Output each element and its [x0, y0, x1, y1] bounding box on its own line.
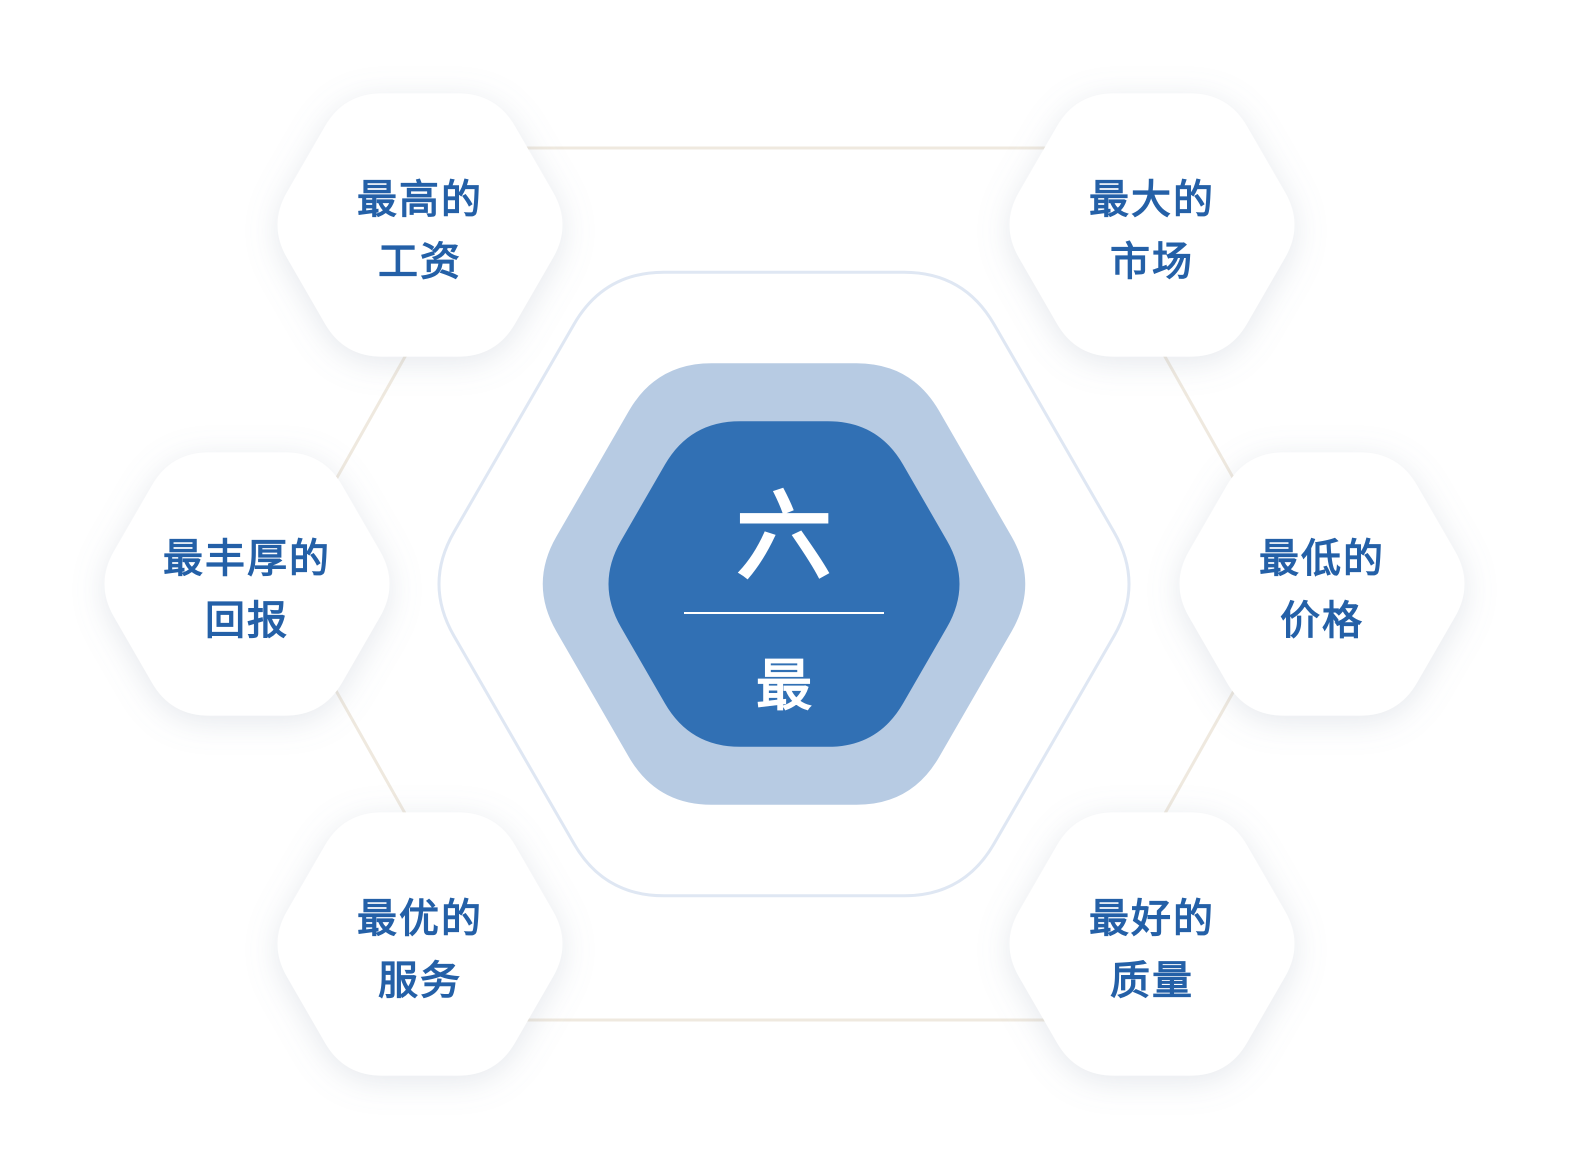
item-title-line1: 最优的: [357, 895, 483, 942]
connector-lines: [328, 146, 1242, 1022]
item-hexagon: [104, 452, 390, 716]
item-title-line1: 最大的: [1089, 176, 1215, 223]
item-hexagon: [1179, 452, 1465, 716]
item-hexagon: [277, 93, 563, 357]
center-sub-character: 最: [756, 653, 812, 719]
connector-right-upper: [1148, 329, 1242, 491]
connector-left-upper: [328, 329, 422, 491]
item-title-line1: 最丰厚的: [163, 535, 331, 582]
item-title-line1: 最好的: [1089, 895, 1215, 942]
item-title-line2: 质量: [1110, 957, 1194, 1004]
item-title-line2: 服务: [378, 957, 462, 1004]
center-big-character: 六: [736, 480, 832, 593]
item-hexagon: [1009, 812, 1295, 1076]
item-title-line2: 价格: [1280, 597, 1364, 644]
item-hexagon: [277, 812, 563, 1076]
item-title-line2: 市场: [1110, 238, 1194, 285]
item-title-line1: 最高的: [357, 176, 483, 223]
item-title-line2: 回报: [205, 597, 289, 644]
item-hexagon: [1009, 93, 1295, 357]
item-title-line2: 工资: [378, 238, 462, 285]
item-title-line1: 最低的: [1259, 535, 1385, 582]
center-dark-hexagon: [608, 421, 960, 747]
